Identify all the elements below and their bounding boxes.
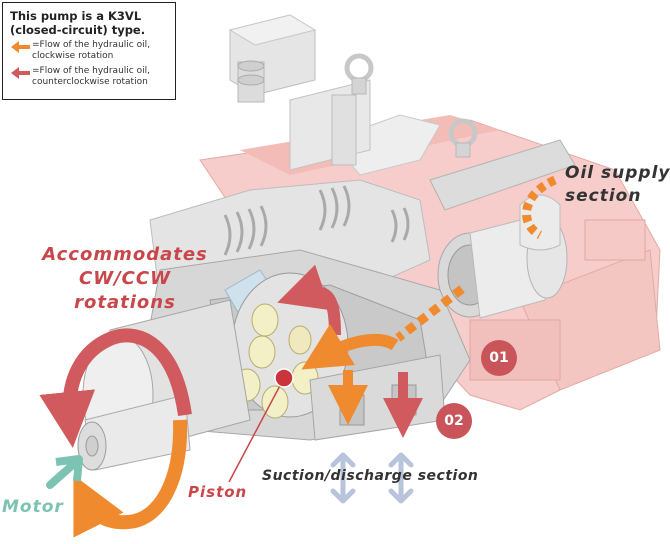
oil-supply-label: Oil supply section <box>565 163 670 206</box>
suction-discharge-label: Suction/discharge section <box>262 468 479 484</box>
oil-supply-dashed-arc <box>522 175 557 240</box>
legend-title: This pump is a K3VL (closed-circuit) typ… <box>10 9 146 37</box>
flow-legend: This pump is a K3VL (closed-circuit) typ… <box>2 2 176 100</box>
legend-text-cw: =Flow of the hydraulic oil, clockwise ro… <box>32 40 150 61</box>
legend-text-ccw: =Flow of the hydraulic oil, counterclock… <box>32 66 150 87</box>
motor-arrow <box>46 458 80 489</box>
port-badge-01: 01 <box>481 340 517 376</box>
cw-flow-dashed-supply <box>395 285 465 342</box>
cw-rotation-arrow <box>73 419 188 538</box>
piston-pointer <box>228 368 294 483</box>
accommodates-label: Accommodates CW/CCW rotations <box>42 244 208 313</box>
red-arrow-icon <box>11 67 30 79</box>
legend-row-ccw: =Flow of the hydraulic oil, counterclock… <box>10 66 169 88</box>
ccw-rotation-arrow <box>39 328 192 448</box>
drive-shaft <box>77 299 251 471</box>
solenoid-block <box>228 14 371 171</box>
motor-arrowhead <box>55 455 83 482</box>
lifting-eye-right <box>448 118 478 158</box>
lifting-eye-left <box>344 53 374 95</box>
suction-discharge-arrows <box>330 452 414 504</box>
piston-label: Piston <box>188 483 248 501</box>
legend-row-cw: =Flow of the hydraulic oil, clockwise ro… <box>10 40 169 62</box>
port-badge-02: 02 <box>436 403 472 439</box>
cw-flow-arrow-main <box>301 324 399 370</box>
motor-label: Motor <box>2 497 64 517</box>
orange-arrow-icon <box>11 41 30 53</box>
